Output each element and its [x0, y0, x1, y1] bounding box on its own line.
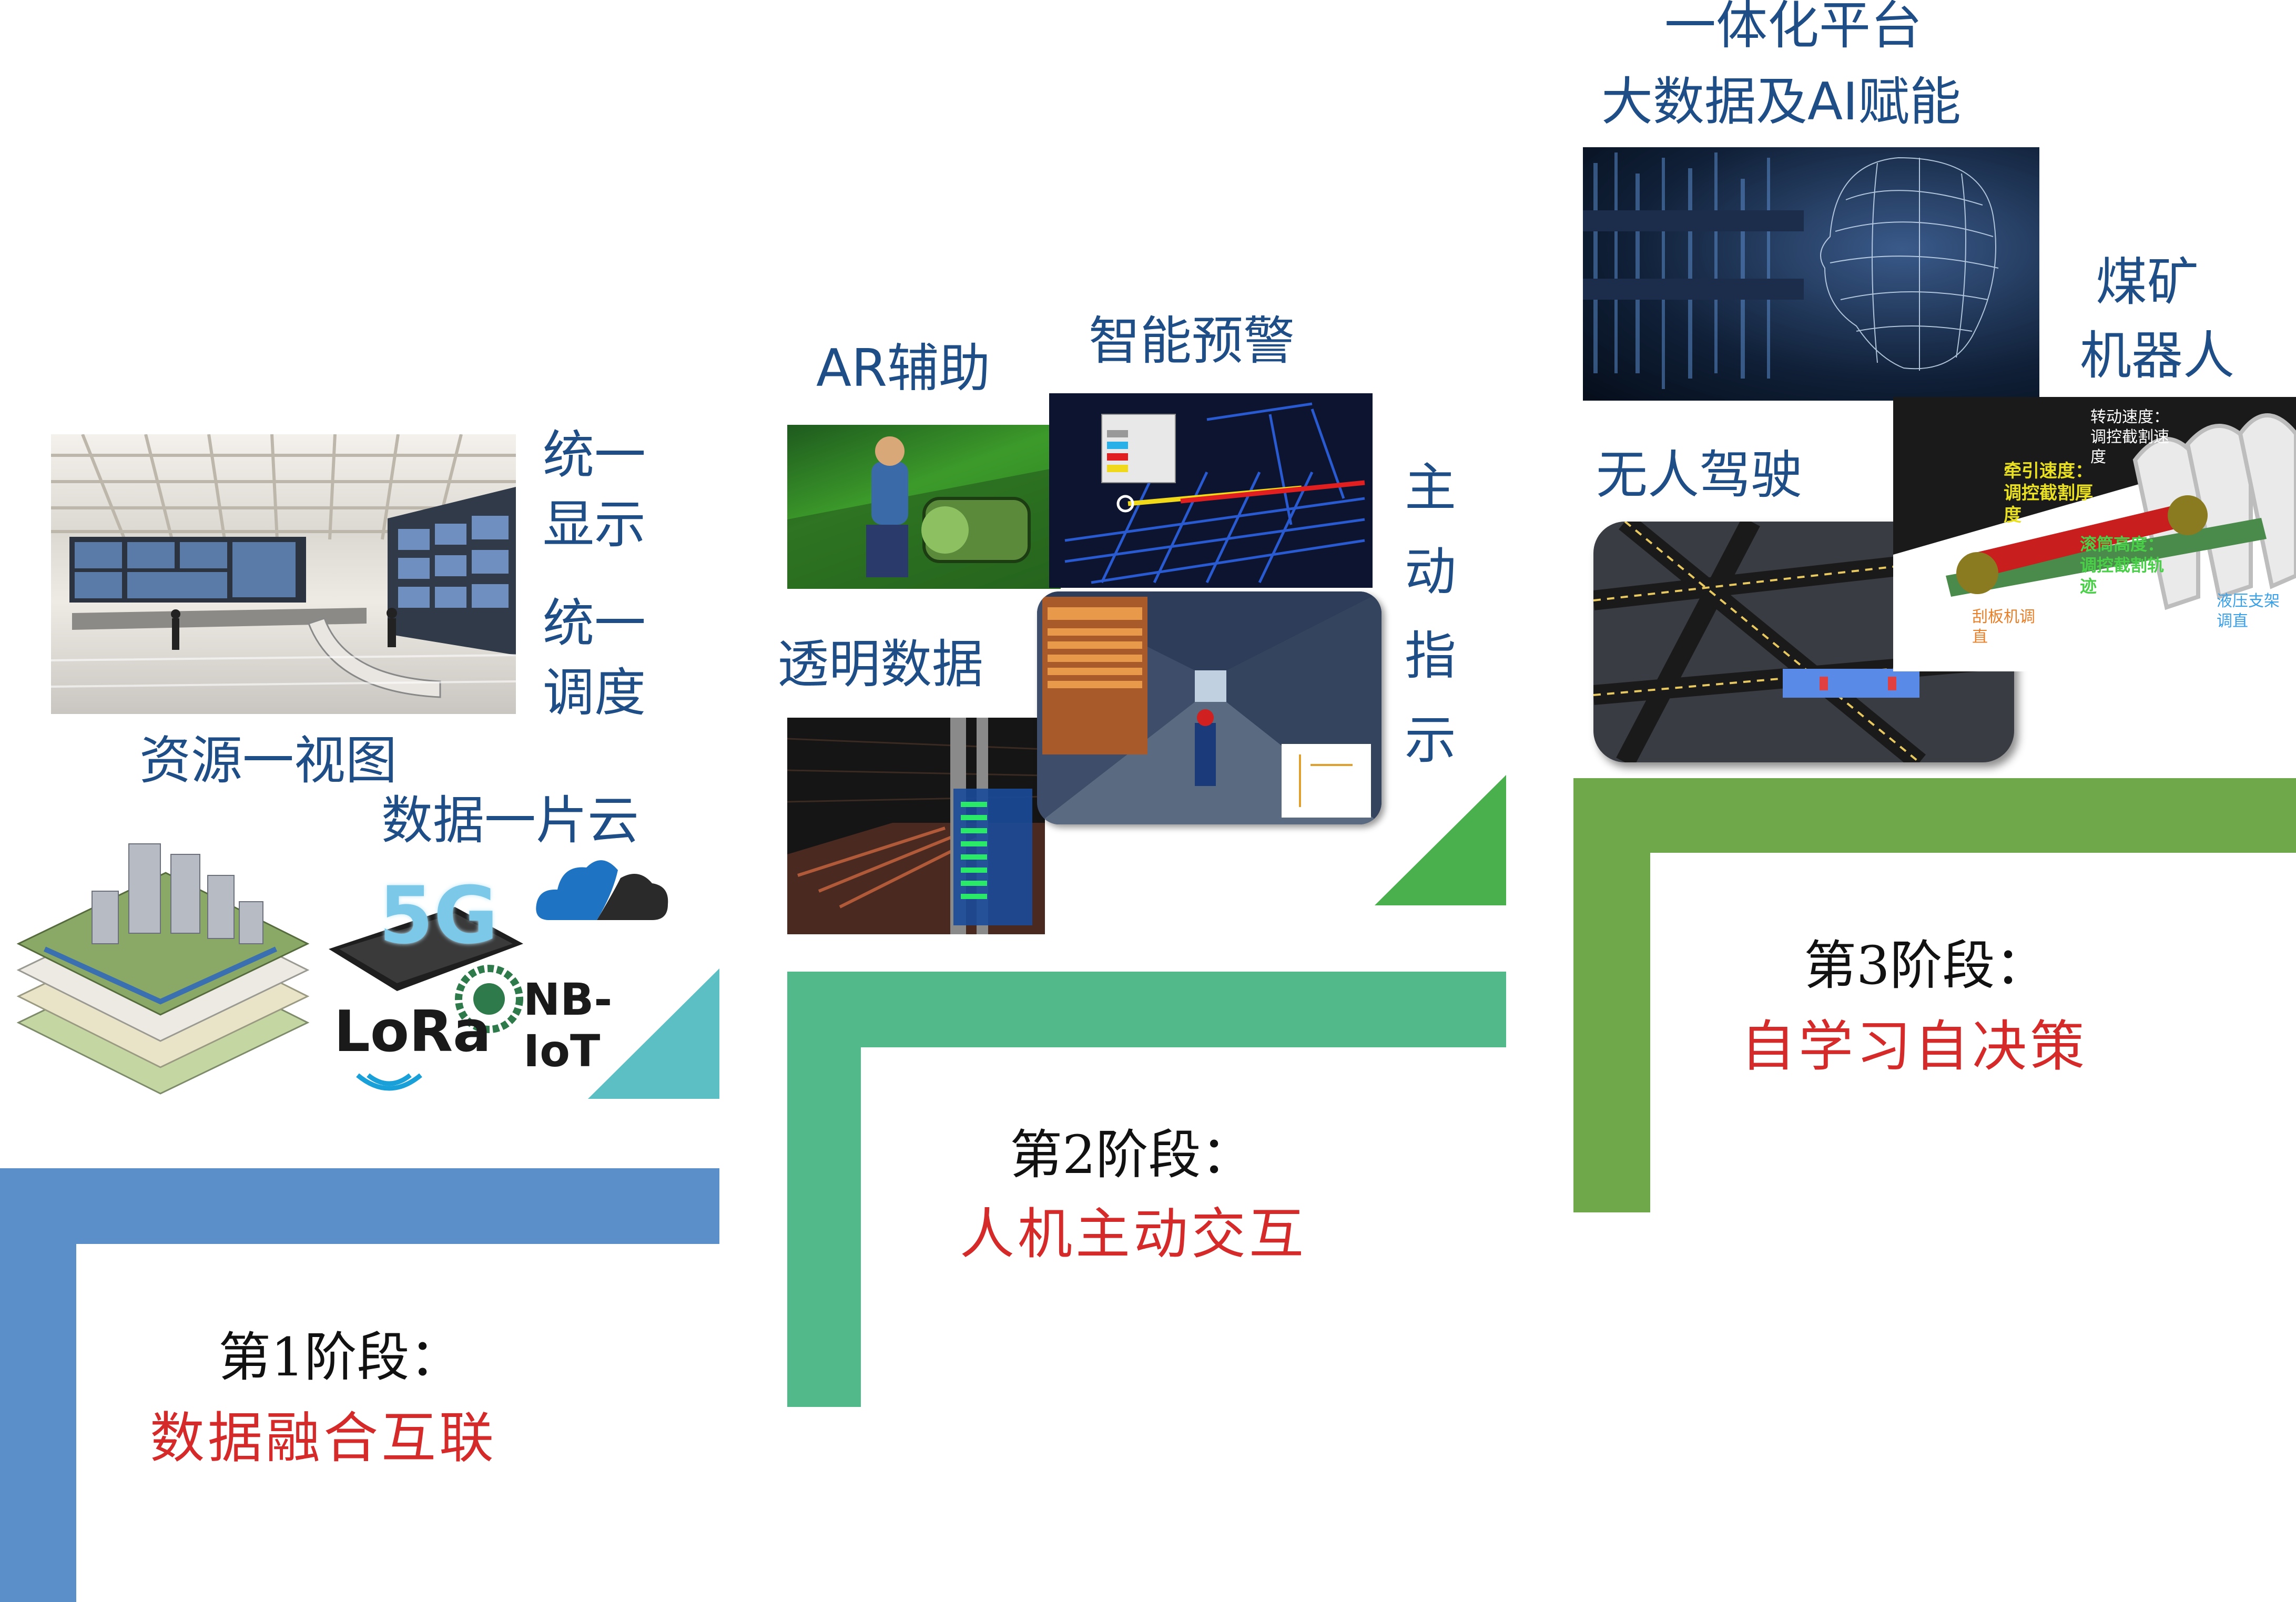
stage3-subtitle: 自学习自决策: [1741, 1014, 2088, 1078]
annotation-traction-speed: 牵引速度：调控截割厚度: [2004, 461, 2093, 526]
annotation-scraper: 刮板机调直: [1972, 608, 2035, 646]
platform-label-line1: 一体化平台: [1664, 0, 1923, 56]
stage2-step: [787, 972, 1506, 1407]
fiveg-logo: 5G: [379, 870, 499, 962]
stage1-subtitle: 数据融合互联: [150, 1406, 497, 1470]
stage2-subtitle: 人机主动交互: [960, 1202, 1307, 1266]
unified-display-label: 统一显示: [542, 425, 646, 555]
annotation-drum-height: 滚筒高度：调控截割轨迹: [2080, 534, 2165, 596]
stage2-triangle: [1375, 775, 1506, 905]
active-guidance-label: 主动指示: [1404, 458, 1456, 770]
stage1-step: [0, 1168, 719, 1602]
nbiot-logo: NB-IoT: [455, 962, 665, 1077]
annotation-hydraulic: 液压支架调直: [2217, 592, 2280, 630]
stage3-title: 第3阶段：: [1804, 935, 2048, 996]
nbiot-text: NB-IoT: [523, 974, 613, 1077]
control-room-photo: [51, 434, 516, 714]
phone-5g-graphic: 5G: [323, 870, 529, 996]
stage1-triangle: [588, 968, 719, 1099]
ar-assist-image: [787, 425, 1061, 589]
transparent-data-image: [787, 718, 1045, 934]
data-cloud-label: 数据一片云: [381, 791, 639, 851]
autonomous-driving-label: 无人驾驶: [1596, 445, 1803, 505]
coal-mining-robot-image: 转动速度：调控截割速度 牵引速度：调控截割厚度 滚筒高度：调控截割轨迹 刮板机调…: [1893, 397, 2296, 671]
transparent-data-label: 透明数据: [777, 635, 984, 695]
ar-assist-label: AR辅助: [816, 339, 991, 399]
unified-dispatch-label: 统一调度: [542, 594, 646, 723]
layered-city-map: [13, 818, 313, 1096]
smart-warning-image: [1049, 393, 1373, 588]
robot-label-line1: 煤矿: [2096, 252, 2199, 312]
stage1-title: 第1阶段：: [218, 1327, 462, 1388]
ai-head-image: [1583, 147, 2039, 401]
stage2-title: 第2阶段：: [1010, 1124, 1254, 1186]
cloud-icon: [536, 860, 668, 920]
robot-label-line2: 机器人: [2080, 326, 2235, 386]
tunnel-guidance-image: [1037, 591, 1381, 824]
stage3-step: [1573, 778, 2296, 1212]
annotation-rotate-speed: 转动速度：调控截割速度: [2090, 408, 2169, 466]
resource-view-label: 资源一视图: [139, 731, 398, 791]
platform-label-line2: 大数据及AI赋能: [1601, 72, 1961, 132]
lora-logo: LoRa: [331, 999, 500, 1125]
smart-warning-label: 智能预警: [1089, 311, 1295, 371]
lora-text: LoRa: [334, 999, 492, 1065]
